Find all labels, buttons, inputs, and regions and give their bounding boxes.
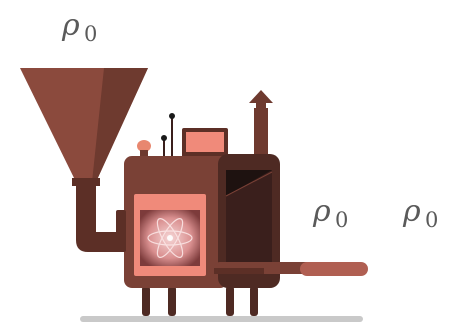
outlet-pipe: [214, 262, 368, 276]
ground-line: [80, 316, 363, 322]
top-hatch: [182, 128, 228, 158]
input-rho-symbol: ρ: [61, 8, 80, 43]
core-window: [134, 194, 206, 276]
output-rho-subscript-2: 0: [425, 208, 438, 232]
chimney: [249, 90, 273, 162]
antennas: [137, 113, 175, 158]
output-state-label-1: ρ 0: [312, 194, 348, 232]
output-rho-subscript-1: 0: [335, 208, 348, 232]
output-rho-symbol-1: ρ: [312, 194, 331, 229]
output-rho-symbol-2: ρ: [402, 194, 421, 229]
output-state-label-2: ρ 0: [402, 194, 438, 232]
input-state-label: ρ 0: [61, 8, 97, 46]
input-rho-subscript: 0: [84, 22, 97, 46]
machine-legs: [142, 286, 258, 316]
